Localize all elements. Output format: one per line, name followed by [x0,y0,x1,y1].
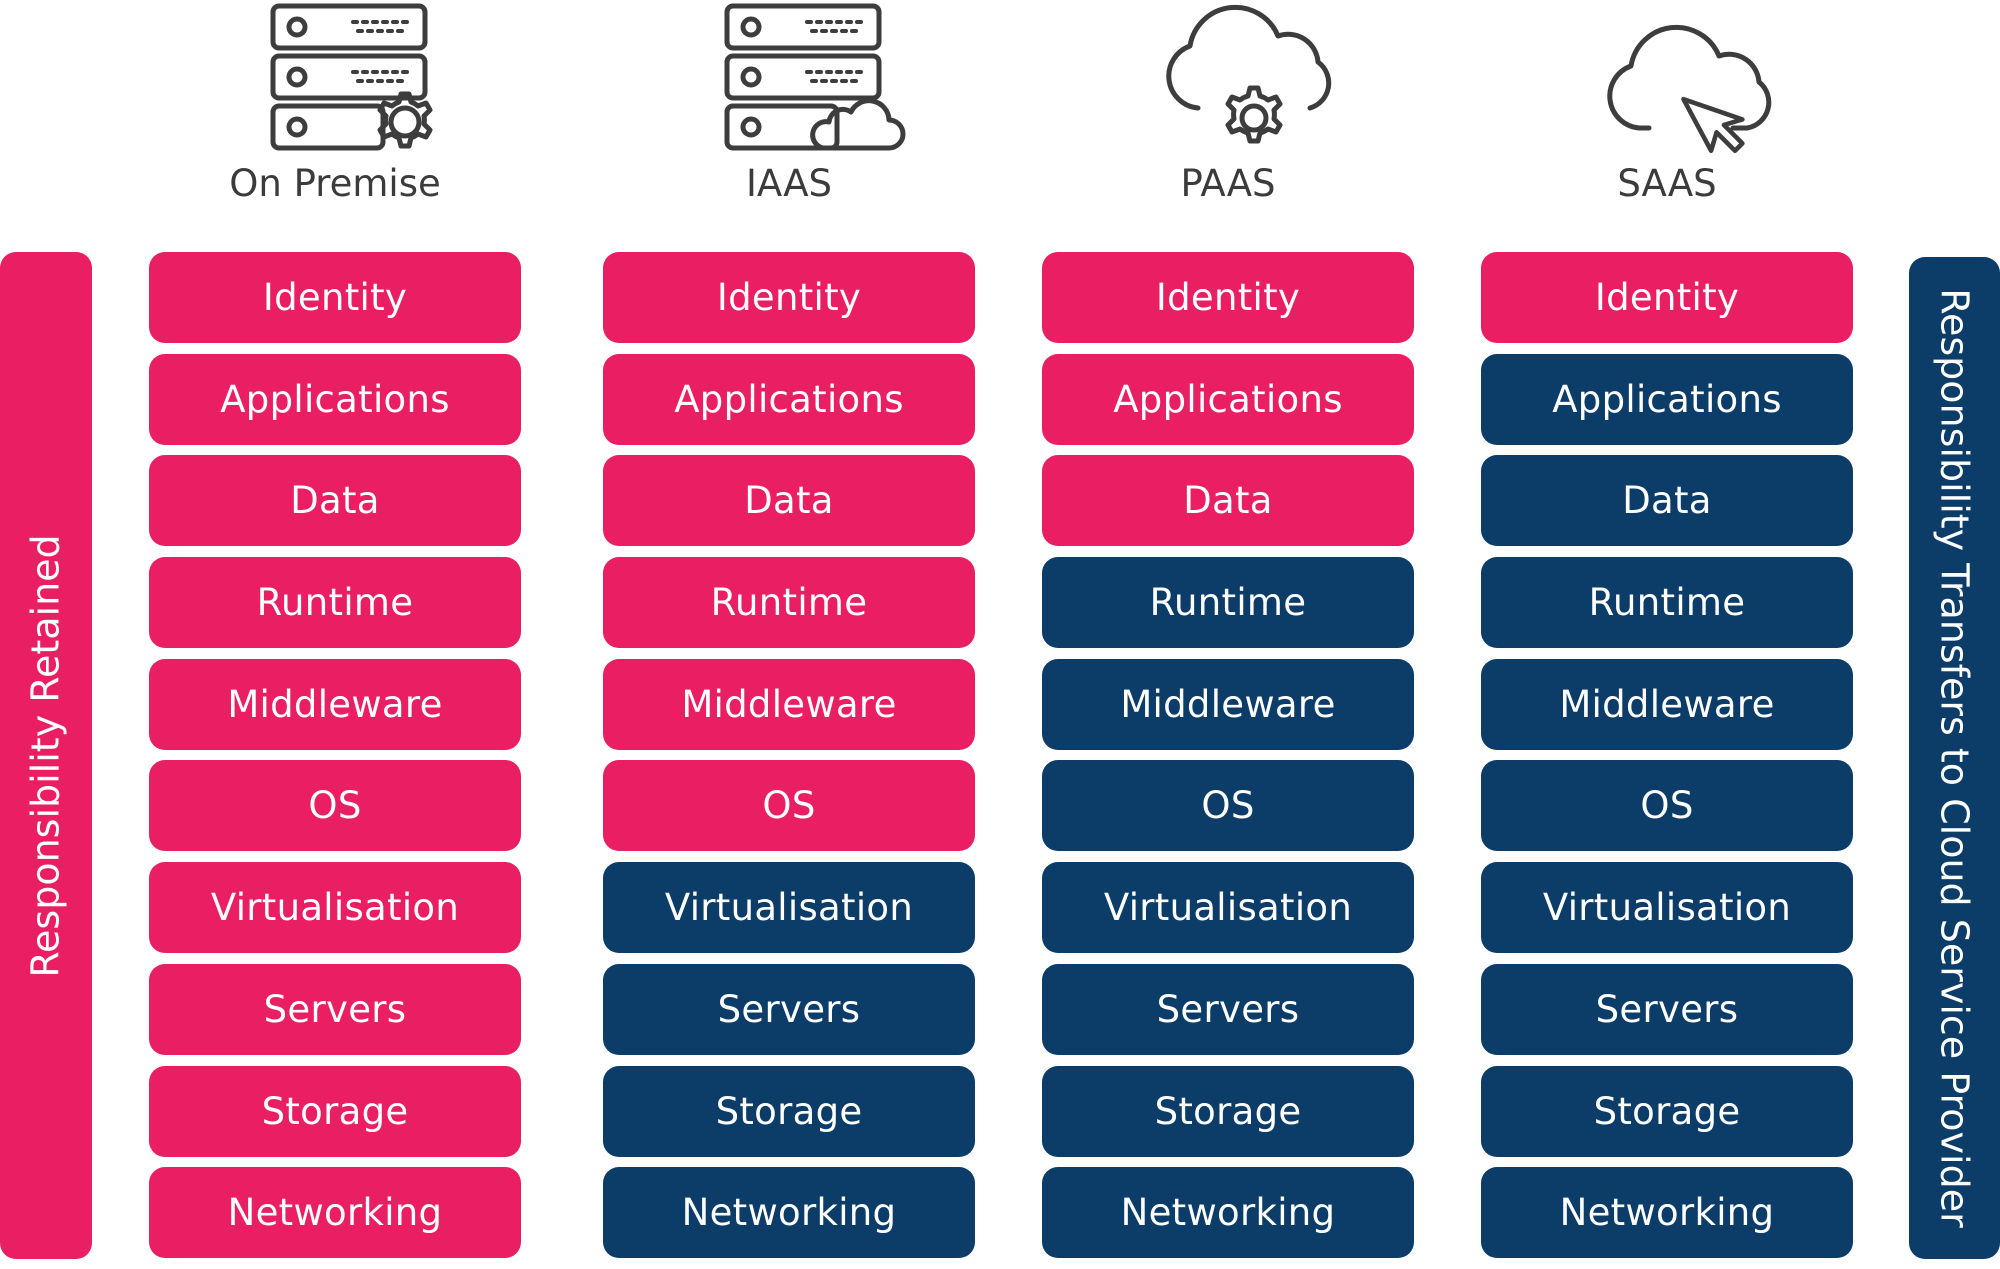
column-title: On Premise [229,162,441,205]
layer-applications: Applications [149,353,521,445]
column-paas: PAAS Identity Applications Data Runtime … [1042,0,1414,1259]
layer-runtime: Runtime [1481,557,1853,649]
layer-storage: Storage [1042,1065,1414,1157]
layer-virtualisation: Virtualisation [149,862,521,954]
layer-networking: Networking [603,1167,975,1259]
layer-data: Data [149,455,521,547]
layer-runtime: Runtime [1042,557,1414,649]
column-iaas: IAAS Identity Applications Data Runtime … [603,0,975,1259]
column-title: IAAS [745,162,833,205]
layer-middleware: Middleware [603,658,975,750]
layer-storage: Storage [149,1065,521,1157]
responsibility-retained-bar: Responsibility Retained [0,252,92,1259]
layer-middleware: Middleware [1042,658,1414,750]
layer-applications: Applications [603,353,975,445]
cloud-gear-icon [1166,4,1332,144]
layer-stack: Identity Applications Data Runtime Middl… [1042,252,1414,1269]
layer-os: OS [149,760,521,852]
layer-servers: Servers [603,963,975,1055]
layer-stack: Identity Applications Data Runtime Middl… [1481,252,1853,1269]
layer-virtualisation: Virtualisation [1042,862,1414,954]
layer-data: Data [1042,455,1414,547]
column-header: IAAS [603,0,975,250]
layer-stack: Identity Applications Data Runtime Middl… [149,252,521,1269]
column-saas: SAAS Identity Applications Data Runtime … [1481,0,1853,1259]
layer-identity: Identity [1042,252,1414,343]
responsibility-retained-label: Responsibility Retained [24,533,69,978]
layer-middleware: Middleware [1481,658,1853,750]
cloud-cursor-icon [1607,24,1772,154]
layer-networking: Networking [1481,1167,1853,1259]
responsibility-transfers-label: Responsibility Transfers to Cloud Servic… [1932,288,1977,1228]
layer-servers: Servers [149,963,521,1055]
column-title: PAAS [1180,162,1276,205]
layer-os: OS [603,760,975,852]
layer-servers: Servers [1042,963,1414,1055]
layer-os: OS [1042,760,1414,852]
server-cloud-icon [724,3,906,151]
layer-networking: Networking [1042,1167,1414,1259]
layer-virtualisation: Virtualisation [603,862,975,954]
column-header: On Premise [149,0,521,250]
column-header: SAAS [1481,0,1853,250]
layer-middleware: Middleware [149,658,521,750]
layer-virtualisation: Virtualisation [1481,862,1853,954]
layer-runtime: Runtime [603,557,975,649]
layer-stack: Identity Applications Data Runtime Middl… [603,252,975,1269]
layer-runtime: Runtime [149,557,521,649]
column-title: SAAS [1617,162,1717,205]
layer-identity: Identity [603,252,975,343]
responsibility-transfers-bar: Responsibility Transfers to Cloud Servic… [1909,257,2000,1259]
column-header: PAAS [1042,0,1414,250]
layer-networking: Networking [149,1167,521,1259]
layer-storage: Storage [603,1065,975,1157]
layer-data: Data [1481,455,1853,547]
layer-data: Data [603,455,975,547]
layer-storage: Storage [1481,1065,1853,1157]
layer-applications: Applications [1481,353,1853,445]
layer-applications: Applications [1042,353,1414,445]
layer-identity: Identity [1481,252,1853,343]
layer-os: OS [1481,760,1853,852]
layer-servers: Servers [1481,963,1853,1055]
column-on-premise: On Premise Identity Applications Data Ru… [149,0,521,1259]
layer-identity: Identity [149,252,521,343]
server-gear-icon [270,3,433,151]
